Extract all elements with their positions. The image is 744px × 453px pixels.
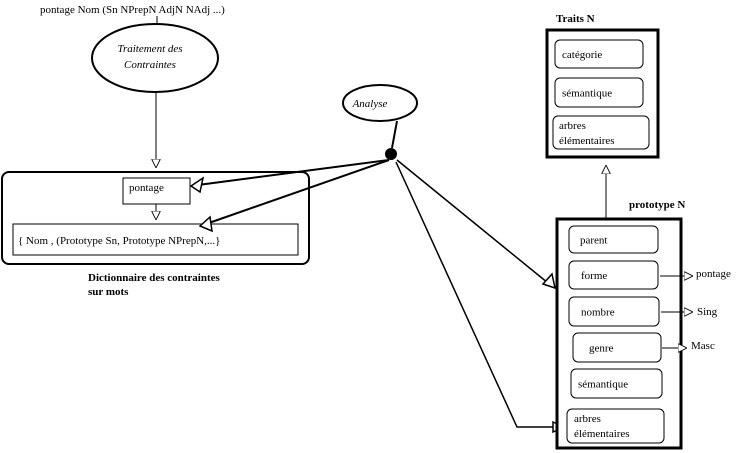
traits-item-box — [554, 39, 644, 69]
prototype-item-box — [570, 368, 663, 399]
traitement-contraintes-node: Traitement des Contraintes — [91, 16, 219, 93]
prototype-item-semantique: sémantique — [570, 368, 663, 399]
nombre-value: Sing — [697, 306, 718, 318]
value-arrows: pontage Sing Masc — [660, 268, 731, 352]
dictionnaire-caption-1: Dictionnaire des contraintes — [88, 272, 221, 284]
pontage-box-label: pontage — [129, 182, 164, 194]
analyse-junction-dot — [385, 148, 397, 160]
prototype-item-label: nombre — [581, 307, 615, 319]
prototype-item-label: genre — [589, 343, 614, 355]
prototype-item-box — [566, 408, 665, 444]
analyse-label: Analyse — [352, 98, 388, 110]
traits-item-label: élémentaires — [559, 135, 615, 147]
prototype-item-label: forme — [581, 270, 607, 282]
prototype-item-box — [572, 332, 662, 363]
prototype-item-box — [568, 296, 660, 327]
traits-n-title: Traits N — [556, 13, 595, 25]
contraintes-list-box — [12, 223, 299, 256]
prototype-item-arbres-elementaires: arbres élémentaires — [566, 408, 665, 444]
prototype-n-panel: parent forme nombre genre sémantique arbres él… — [555, 217, 683, 450]
analyse-node: Analyse — [342, 84, 418, 160]
prototype-item-nombre: nombre — [568, 296, 660, 327]
pontage-box — [122, 177, 191, 205]
prototype-item-genre: genre — [572, 332, 662, 363]
traits-item-label: catégorie — [562, 49, 602, 61]
forme-value: pontage — [696, 268, 731, 280]
genre-value: Masc — [691, 340, 715, 352]
traits-n-panel: catégorie sémantique arbres élémentaires — [545, 28, 660, 159]
prototype-n-title: prototype N — [629, 199, 685, 211]
traitement-label-1: Traitement des — [117, 43, 182, 55]
traits-item-arbres-elementaires: arbres élémentaires — [552, 115, 650, 150]
traits-item-box — [552, 115, 650, 150]
prototype-item-label: élémentaires — [574, 428, 630, 440]
traitement-label-2: Contraintes — [124, 59, 176, 71]
traits-item-label: sémantique — [562, 88, 612, 100]
top-note: pontage Nom (Sn NPrepN AdjN NAdj ...) — [40, 4, 225, 16]
prototype-item-label: sémantique — [578, 379, 628, 391]
prototype-item-box — [568, 260, 659, 290]
prototype-item-box — [568, 225, 659, 254]
prototype-item-parent: parent — [568, 225, 659, 254]
prototype-item-label: arbres — [574, 413, 601, 425]
dictionnaire-container: pontage { Nom , (Prototype Sn, Prototype… — [1, 171, 310, 265]
traits-item-box — [554, 77, 644, 108]
prototype-item-forme: forme — [568, 260, 659, 290]
traits-item-semantique: sémantique — [554, 77, 644, 108]
prototype-item-label: parent — [580, 235, 607, 247]
traits-item-categorie: catégorie — [554, 39, 644, 69]
traits-item-label: arbres — [559, 120, 586, 132]
dictionnaire-caption-2: sur mots — [88, 286, 129, 298]
contraintes-list-label: { Nom , (Prototype Sn, Prototype NPrepN,… — [18, 235, 220, 247]
